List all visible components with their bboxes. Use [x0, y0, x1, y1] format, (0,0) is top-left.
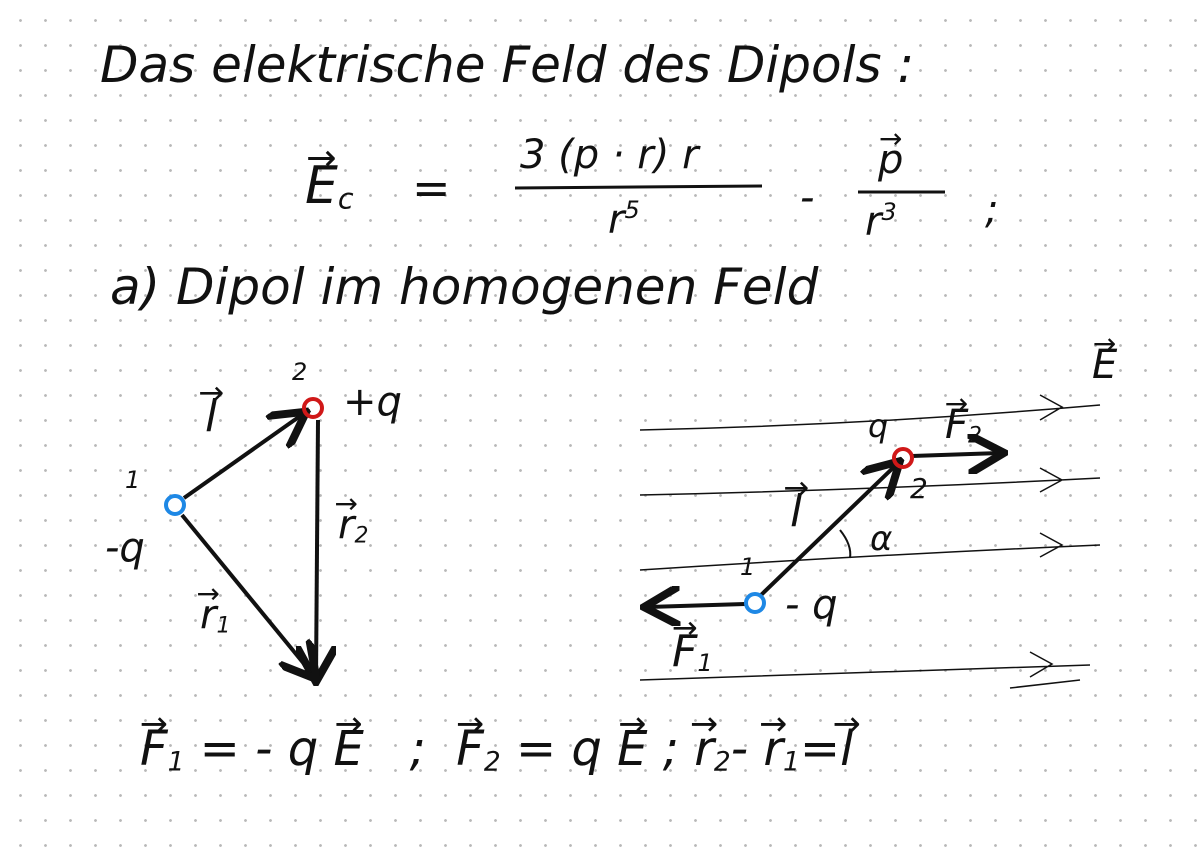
negative-charge-right [744, 592, 766, 614]
e-symbol: E [305, 160, 338, 212]
negative-charge [164, 494, 186, 516]
label-1-right: 1 [740, 553, 756, 581]
label-r2: r2 [338, 505, 368, 547]
label-plus-q: +q [343, 379, 402, 425]
formula-lhs: Ec [305, 160, 354, 213]
label-l: l [205, 395, 217, 439]
label-f1: F1 [672, 630, 713, 675]
title: Das elektrische Feld des Dipols : [100, 36, 915, 94]
force-f2-arrow [911, 453, 1000, 456]
label-field-e: E [1092, 345, 1117, 385]
positive-charge-right [892, 447, 914, 469]
denominator: r5 [608, 196, 640, 243]
vector-r1-arrow [180, 513, 314, 676]
label-l-right: l [790, 490, 802, 534]
angle-arc [839, 529, 852, 559]
label-alpha: α [870, 519, 893, 559]
vector-r2-arrow [316, 419, 318, 678]
label-1: 1 [125, 466, 141, 494]
numerator: 3 (p · r) r [520, 132, 699, 178]
label-r1: r1 [200, 595, 230, 637]
label-2-right: 2 [910, 472, 928, 505]
semicolon: ; [985, 187, 999, 233]
label-minus-q: -q [105, 525, 145, 571]
section-heading: a) Dipol im homogenen Feld [110, 258, 819, 316]
vector-l-arrow [182, 414, 303, 500]
positive-charge [302, 397, 324, 419]
dipole-l-arrow [758, 464, 897, 598]
equals: = [412, 161, 451, 215]
label-2: 2 [292, 358, 308, 386]
label-minus-q-right: - q [785, 582, 838, 628]
bottom-equations: F1 = - q E ; F2 = q E ; r2- r1=l [140, 725, 853, 776]
e-sub: c [337, 181, 354, 216]
label-q: q [868, 407, 889, 445]
fraction-line [514, 184, 763, 190]
denominator-2: r3 [865, 198, 897, 245]
force-f1-arrow [648, 604, 746, 607]
minus: - [800, 175, 815, 221]
label-f2: F2 [945, 405, 982, 447]
numerator-2: p [878, 140, 903, 180]
